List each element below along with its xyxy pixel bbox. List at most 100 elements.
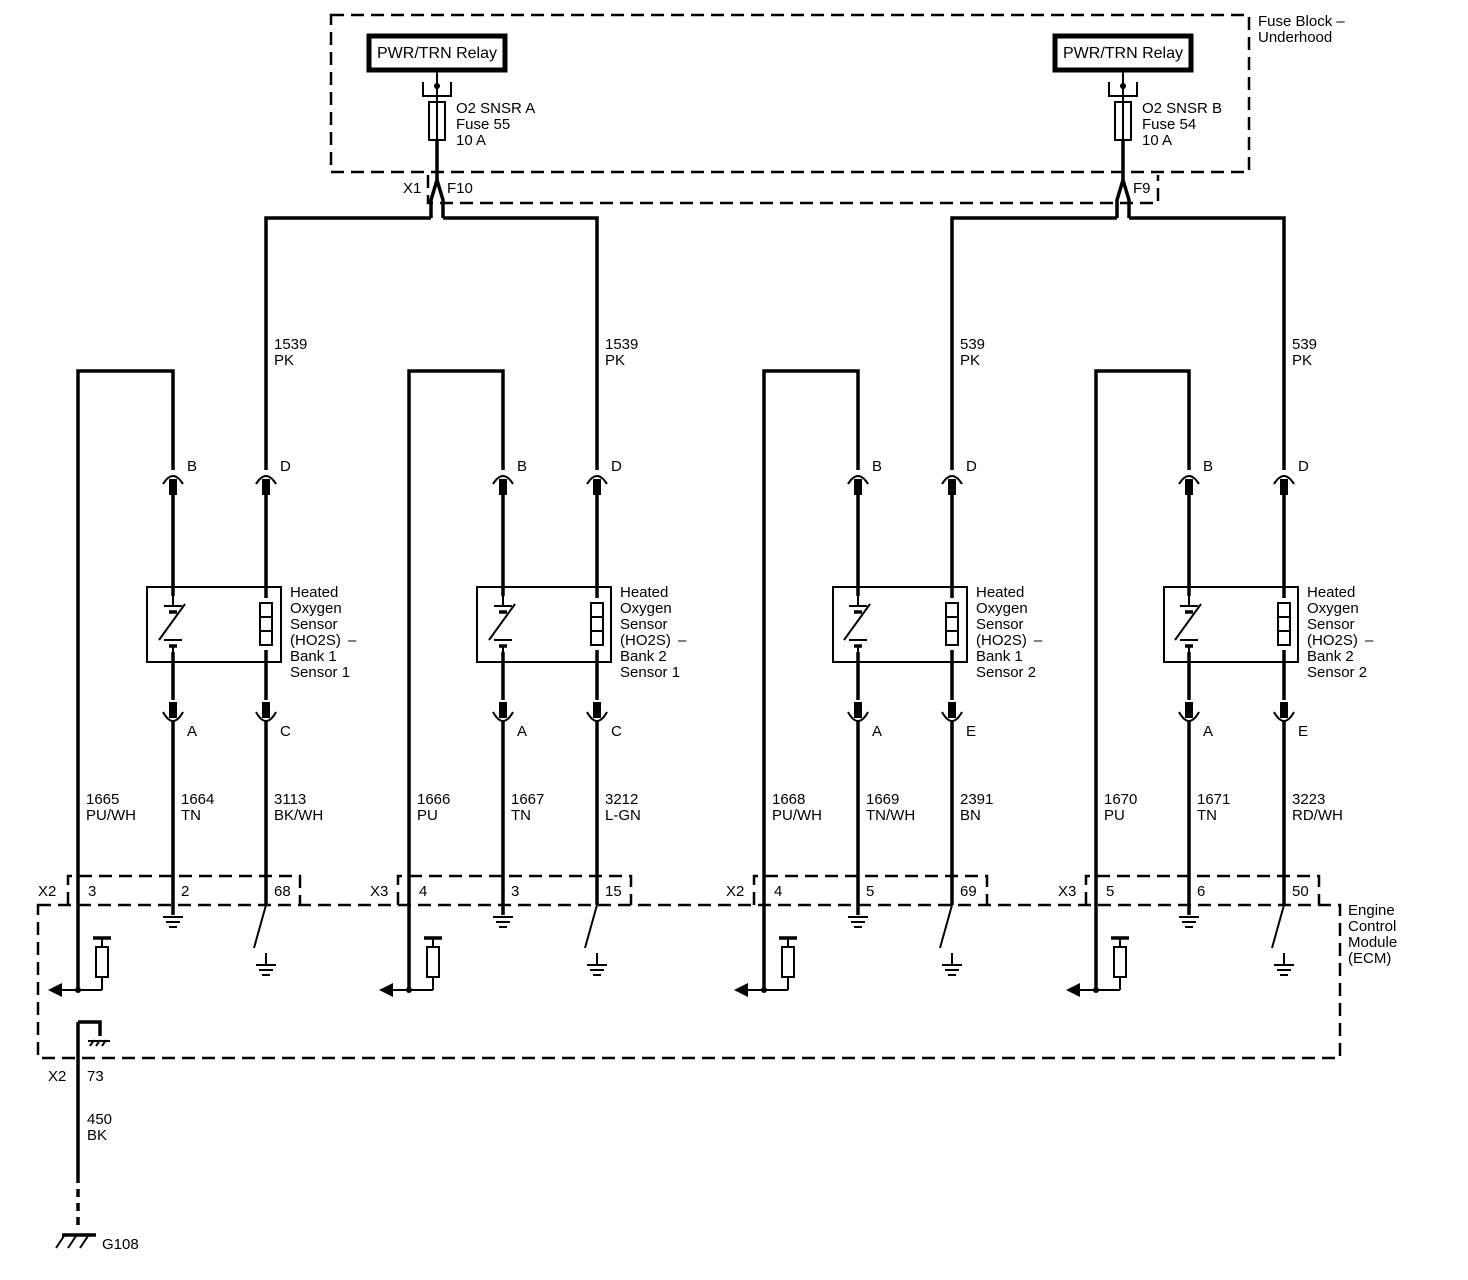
ecm-pin: 2 bbox=[181, 883, 189, 900]
terminal-pin bbox=[499, 479, 507, 495]
sensor-label-dash: – bbox=[348, 632, 357, 649]
relay-left-label: PWR/TRN Relay bbox=[377, 45, 497, 62]
pin-label: D bbox=[611, 458, 622, 475]
pin-label: A bbox=[1203, 723, 1213, 740]
wire-circuit: 1671 bbox=[1197, 791, 1230, 808]
resistor-icon bbox=[1113, 946, 1127, 978]
pin-label: C bbox=[611, 723, 622, 740]
terminal-pin bbox=[948, 479, 956, 495]
sensor-body bbox=[832, 586, 968, 663]
sensor-label-line: Bank 2 bbox=[1307, 648, 1354, 665]
sensor-label-line: Sensor 2 bbox=[976, 664, 1036, 681]
wire-circuit: 1664 bbox=[181, 791, 214, 808]
ecm-pin: 3 bbox=[88, 883, 96, 900]
wire-circuit: 1669 bbox=[866, 791, 899, 808]
sensor-label-line: (HO2S) bbox=[290, 632, 341, 649]
resistor-icon bbox=[781, 946, 795, 978]
power-wire-circuit: 539 bbox=[960, 336, 985, 353]
sensor-label-line: Oxygen bbox=[1307, 600, 1359, 617]
driver-switch-icon bbox=[253, 904, 267, 949]
ecm-connector-label: X2 bbox=[726, 883, 744, 900]
terminal-f10: F10 bbox=[447, 180, 473, 197]
terminal-pin bbox=[1185, 702, 1193, 718]
resistor-icon bbox=[426, 946, 440, 978]
power-wire-color: PK bbox=[960, 352, 980, 369]
wire-circuit: 1670 bbox=[1104, 791, 1137, 808]
ecm-pin: 3 bbox=[511, 883, 519, 900]
fuse-block-connector-x1: X1 bbox=[403, 180, 421, 197]
wire-color: TN bbox=[181, 807, 201, 824]
relay-right: PWR/TRN Relay bbox=[1052, 33, 1194, 73]
ecm-pin: 68 bbox=[274, 883, 291, 900]
sensor-label-line: Bank 1 bbox=[976, 648, 1023, 665]
sensor-label-dash: – bbox=[1034, 632, 1043, 649]
wire-color: PU/WH bbox=[86, 807, 136, 824]
driver-switch-icon bbox=[584, 904, 598, 949]
wire-color: TN bbox=[1197, 807, 1217, 824]
fuse-b-number: Fuse 54 bbox=[1142, 116, 1196, 133]
pin-label: A bbox=[187, 723, 197, 740]
variable-arrow-icon bbox=[843, 603, 871, 641]
terminal-pin bbox=[169, 479, 177, 495]
pin-label: B bbox=[872, 458, 882, 475]
ecm-connector-label: X2 bbox=[38, 883, 56, 900]
sensor-label-line: Oxygen bbox=[976, 600, 1028, 617]
fuse-block-underhood: Fuse Block – Underhood PWR/TRN Relay O2 … bbox=[329, 13, 1345, 218]
ecm-pin: 4 bbox=[774, 883, 782, 900]
ecm-pin: 5 bbox=[1106, 883, 1114, 900]
ecm-pin: 15 bbox=[605, 883, 622, 900]
power-wire-circuit: 1539 bbox=[605, 336, 638, 353]
chassis-ground-icon bbox=[55, 1233, 96, 1249]
sensor-label-line: Heated bbox=[290, 584, 338, 601]
terminal-pin bbox=[262, 702, 270, 718]
fuse-o2-snsr-b: O2 SNSR B Fuse 54 10 A bbox=[1108, 70, 1222, 180]
pin-label: D bbox=[1298, 458, 1309, 475]
driver-switch-icon bbox=[1271, 904, 1285, 949]
fuse-a-junction-dot bbox=[434, 83, 440, 89]
ecm-pin: 69 bbox=[960, 883, 977, 900]
sensor-body bbox=[476, 586, 612, 663]
fuse-a-name: O2 SNSR A bbox=[456, 100, 535, 117]
heater-element-icon bbox=[259, 602, 273, 646]
terminal-cup bbox=[162, 475, 184, 485]
fuse-b-name: O2 SNSR B bbox=[1142, 100, 1222, 117]
terminal-cup bbox=[586, 475, 608, 485]
pin-label: B bbox=[517, 458, 527, 475]
pin-label: D bbox=[280, 458, 291, 475]
fuse-block-label-line2: Underhood bbox=[1258, 29, 1332, 46]
relay-right-label: PWR/TRN Relay bbox=[1063, 45, 1183, 62]
signal-arrow-icon bbox=[48, 983, 62, 997]
wire-circuit: 1666 bbox=[417, 791, 450, 808]
sensor-label-line: Heated bbox=[976, 584, 1024, 601]
sensor-label-line: Sensor bbox=[290, 616, 338, 633]
ecm-label-line4: (ECM) bbox=[1348, 950, 1391, 967]
ecm-ground: X2 73 450 BK G108 bbox=[48, 1020, 139, 1253]
fuse-block-label-line1: Fuse Block – bbox=[1258, 13, 1345, 30]
terminal-pin bbox=[262, 479, 270, 495]
wire-circuit: 2391 bbox=[960, 791, 993, 808]
ecm-connector-label: X3 bbox=[370, 883, 388, 900]
ecm-pin: 5 bbox=[866, 883, 874, 900]
variable-arrow-icon bbox=[158, 603, 186, 641]
sensor-body bbox=[1163, 586, 1299, 663]
sensor-label-line: Bank 2 bbox=[620, 648, 667, 665]
terminal-cup bbox=[941, 475, 963, 485]
terminal-pin bbox=[1280, 479, 1288, 495]
sensor-label-line: Oxygen bbox=[290, 600, 342, 617]
sensor-body bbox=[146, 586, 282, 663]
sensor-label-line: Sensor bbox=[620, 616, 668, 633]
terminal-f9: F9 bbox=[1133, 180, 1151, 197]
ecm-label-line1: Engine bbox=[1348, 902, 1395, 919]
wire-circuit: 1667 bbox=[511, 791, 544, 808]
terminal-pin bbox=[499, 702, 507, 718]
wire-circuit: 3212 bbox=[605, 791, 638, 808]
wire-color: BN bbox=[960, 807, 981, 824]
terminal-pin bbox=[1280, 702, 1288, 718]
power-wire-circuit: 539 bbox=[1292, 336, 1317, 353]
signal-arrow-icon bbox=[1066, 983, 1080, 997]
terminal-cup bbox=[1178, 475, 1200, 485]
